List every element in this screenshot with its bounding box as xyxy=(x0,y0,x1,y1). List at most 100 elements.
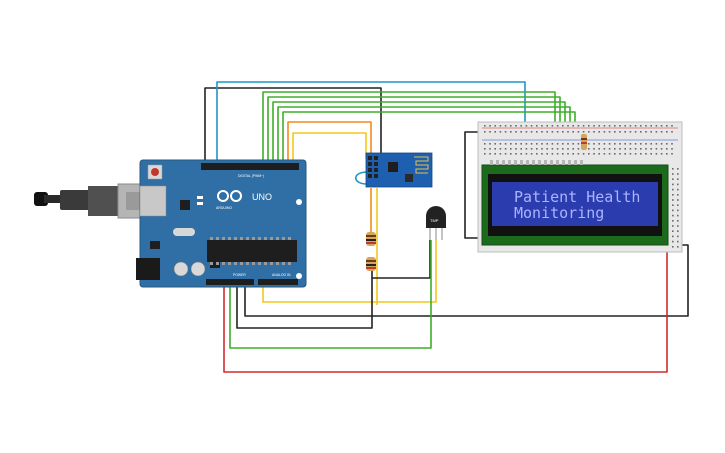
breadboard-hole xyxy=(672,204,674,206)
wire-black-lcd-gnd[interactable] xyxy=(464,131,480,239)
breadboard-hole xyxy=(520,125,522,127)
breadboard-hole xyxy=(650,153,652,155)
breadboard-hole xyxy=(562,131,564,133)
wire-black-sensor[interactable] xyxy=(371,240,431,279)
wire-green-bottom[interactable] xyxy=(229,240,432,349)
breadboard-hole xyxy=(672,173,674,175)
wire-black-bottom[interactable] xyxy=(244,244,689,317)
resistor-lcd[interactable] xyxy=(581,134,587,150)
wire-black-gnd2[interactable] xyxy=(236,278,373,329)
analog-header[interactable] xyxy=(258,279,298,285)
breadboard-hole xyxy=(672,220,674,222)
temperature-sensor-icon[interactable]: TMP xyxy=(426,206,446,240)
breadboard-hole xyxy=(655,125,658,127)
breadboard-hole xyxy=(655,148,658,150)
breadboard-hole xyxy=(677,173,679,175)
breadboard-hole xyxy=(666,125,668,127)
breadboard-hole xyxy=(672,235,674,238)
breadboard-hole xyxy=(489,148,491,150)
lcd-display[interactable]: Patient Health Monitoring xyxy=(481,160,669,246)
arduino-logo-icon xyxy=(217,190,242,202)
breadboard-hole xyxy=(624,131,626,133)
breadboard-hole xyxy=(614,148,616,150)
breadboard-hole xyxy=(624,148,626,150)
wire-yellow-top[interactable] xyxy=(292,132,367,168)
breadboard-hole xyxy=(645,125,647,127)
breadboard-hole xyxy=(640,148,642,150)
breadboard-hole xyxy=(655,153,658,155)
breadboard-hole xyxy=(672,240,674,243)
breadboard-hole xyxy=(494,148,496,150)
breadboard-hole xyxy=(593,131,595,133)
breadboard-hole xyxy=(484,125,486,127)
breadboard-hole xyxy=(598,143,600,145)
breadboard-hole xyxy=(634,153,637,155)
breadboard-hole xyxy=(660,131,663,133)
breadboard-hole xyxy=(677,178,679,180)
wire-esp-loop[interactable] xyxy=(354,171,368,185)
breadboard-hole xyxy=(671,153,673,155)
wire-red-power[interactable] xyxy=(223,244,668,373)
breadboard-hole xyxy=(614,143,616,145)
breadboard-hole xyxy=(546,125,548,127)
breadboard-hole xyxy=(588,131,590,133)
breadboard-hole xyxy=(572,125,574,127)
wire-yellow-bottom[interactable] xyxy=(262,240,437,303)
resistor-2[interactable] xyxy=(366,257,376,271)
breadboard-hole xyxy=(677,235,679,238)
breadboard-hole xyxy=(551,131,554,133)
breadboard-hole xyxy=(577,143,580,145)
breadboard-hole xyxy=(577,153,580,155)
wire-orange[interactable] xyxy=(287,121,372,168)
board-brand-label: ARDUINO xyxy=(216,206,232,210)
breadboard-hole xyxy=(588,125,590,127)
arduino-uno-board[interactable]: UNO ARDUINO DIGITAL (PWM~) POWER ANALOG … xyxy=(136,159,307,288)
breadboard-hole xyxy=(677,168,679,170)
power-header[interactable] xyxy=(206,279,254,285)
power-label: POWER xyxy=(233,273,246,277)
breadboard-hole xyxy=(660,148,663,150)
digital-header[interactable] xyxy=(201,163,299,170)
breadboard-hole xyxy=(614,131,616,133)
wire-black-top[interactable] xyxy=(204,87,382,168)
breadboard-hole xyxy=(603,143,606,145)
breadboard-hole xyxy=(603,131,606,133)
breadboard-hole xyxy=(677,246,679,248)
breadboard-hole xyxy=(489,143,491,145)
breadboard-hole xyxy=(588,148,590,150)
breadboard-hole xyxy=(677,183,679,186)
breadboard-hole xyxy=(530,148,533,150)
breadboard-hole xyxy=(645,153,647,155)
breadboard-hole xyxy=(515,143,517,145)
resistor-1[interactable] xyxy=(366,232,376,246)
breadboard-hole xyxy=(677,230,679,232)
breadboard-hole xyxy=(660,143,663,145)
breadboard-hole xyxy=(541,153,543,155)
breadboard-hole xyxy=(530,131,533,133)
breadboard-hole xyxy=(494,153,496,155)
breadboard-hole xyxy=(672,199,674,201)
usb-port xyxy=(139,185,167,217)
breadboard-hole xyxy=(672,209,674,212)
breadboard-hole xyxy=(494,131,496,133)
capacitor-1 xyxy=(173,261,189,277)
breadboard-hole xyxy=(510,125,512,127)
breadboard-hole xyxy=(598,148,600,150)
breadboard-hole xyxy=(489,131,491,133)
breadboard-hole xyxy=(504,148,507,150)
wire-cyan[interactable] xyxy=(216,81,526,168)
breadboard-hole xyxy=(582,153,585,155)
breadboard-hole xyxy=(530,153,533,155)
breadboard-hole xyxy=(672,183,674,186)
breadboard-hole xyxy=(677,209,679,212)
breadboard-hole xyxy=(504,125,507,127)
breadboard-hole xyxy=(499,131,502,133)
breadboard-hole xyxy=(588,143,590,145)
lcd-line-2: Monitoring xyxy=(514,204,604,222)
breadboard-hole xyxy=(556,153,559,155)
esp8266-wifi-module-icon[interactable] xyxy=(365,152,433,188)
breadboard-hole xyxy=(598,153,600,155)
breadboard-hole xyxy=(593,153,595,155)
breadboard-hole xyxy=(666,148,668,150)
breadboard-hole xyxy=(629,131,632,133)
